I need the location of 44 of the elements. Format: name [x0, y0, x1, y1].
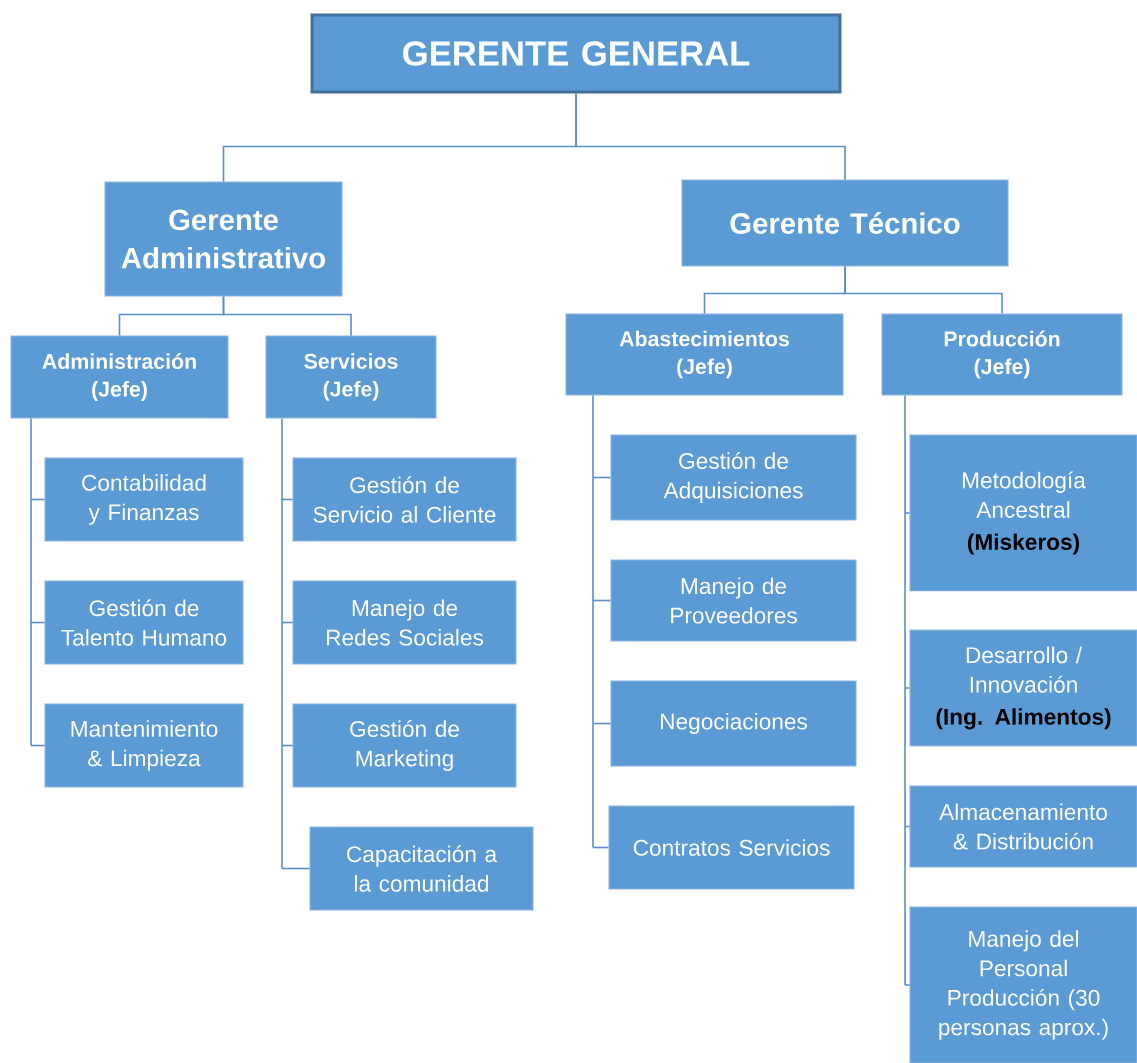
org-box: Servicios (Jefe) [265, 335, 437, 419]
org-box: Manejo de Proveedores [610, 559, 857, 642]
org-box: Contratos Servicios [608, 805, 855, 890]
connector-line [222, 295, 352, 337]
connector-line [592, 722, 612, 725]
connector-line [281, 498, 294, 501]
org-box: Gerente Administrativo [104, 181, 343, 297]
connector-line [592, 394, 594, 849]
connector-line [30, 417, 32, 747]
connector-line [844, 265, 1003, 315]
org-box: Metodología Ancestral (Miskeros) [909, 434, 1137, 592]
connector-line [904, 512, 911, 514]
org-box: Abastecimientos (Jefe) [565, 313, 844, 396]
connector-line [904, 394, 906, 986]
connector-line [281, 417, 283, 870]
org-box: Contabilidad y Finanzas [44, 457, 244, 542]
connector-line [30, 744, 46, 747]
org-box: Desarrollo / Innovación (Ing. Alimentos) [909, 629, 1137, 747]
connector-line [592, 599, 612, 602]
org-box: Gestión de Talento Humano [44, 580, 244, 665]
connector-line [904, 825, 911, 828]
connector-line [904, 687, 911, 689]
connector-line [281, 867, 311, 870]
org-box: Producción (Jefe) [881, 313, 1123, 396]
org-box: Negociaciones [610, 680, 857, 767]
connector-line [904, 984, 911, 986]
connector-line [30, 621, 46, 624]
org-box: GERENTE GENERAL [310, 13, 842, 94]
org-box: Gerente Técnico [681, 179, 1009, 267]
connector-line [575, 92, 846, 181]
org-box: Gestión de Adquisiciones [610, 434, 857, 521]
org-box: Manejo de Redes Sociales [292, 580, 517, 665]
org-box: Capacitación a la comunidad [309, 826, 534, 911]
org-box: Mantenimiento & Limpieza [44, 703, 244, 788]
connector-line [30, 498, 46, 501]
connector-line [592, 846, 610, 849]
org-box: Gestión de Servicio al Cliente [292, 457, 517, 542]
org-box: Gestión de Marketing [292, 703, 517, 788]
org-box: Manejo del Personal Producción (30 personas aprox.) [909, 906, 1137, 1063]
connector-line [281, 744, 294, 747]
org-box: Almacenamiento & Distribución [909, 785, 1137, 868]
connector-line [281, 621, 294, 624]
connector-line [592, 476, 612, 479]
org-box: Administración (Jefe) [10, 335, 229, 419]
